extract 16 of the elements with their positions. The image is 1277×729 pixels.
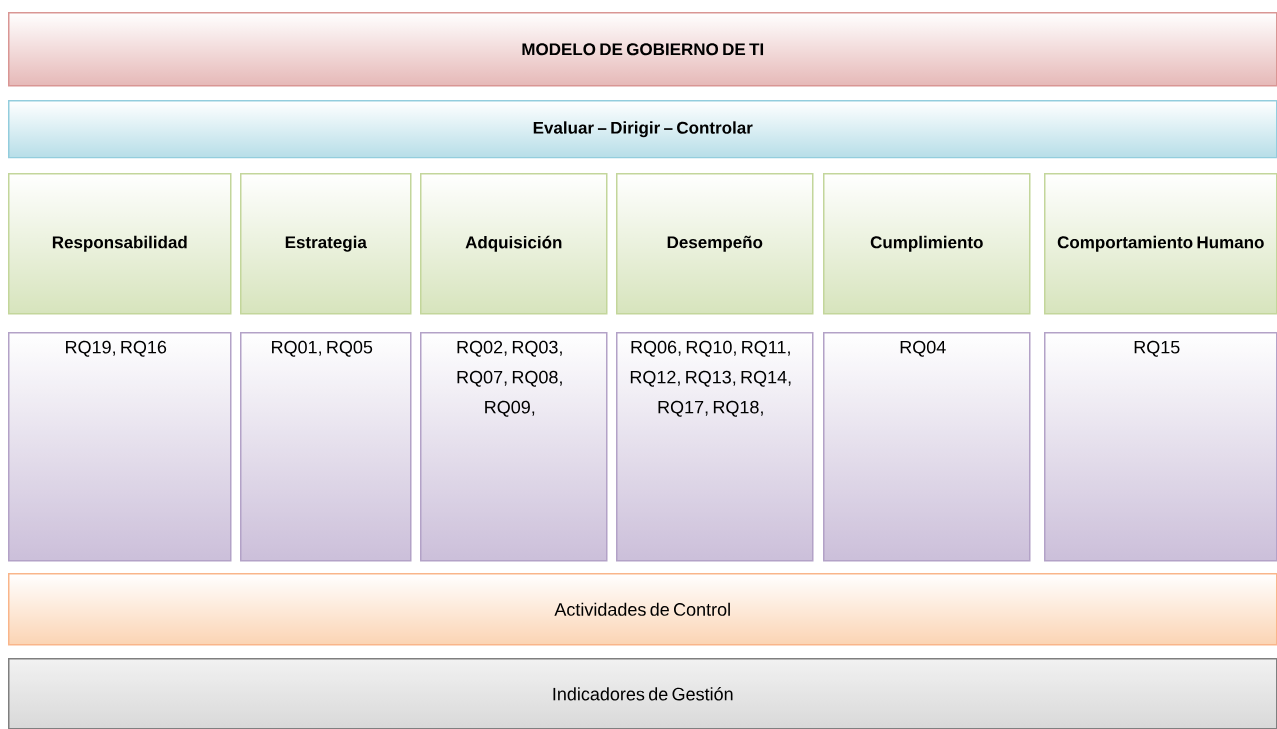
requirement-box: RQ06, RQ10, RQ11, RQ12, RQ13, RQ14, RQ17, RQ18,	[616, 332, 814, 562]
indicator-band: Indicadores de Gestión	[8, 658, 1277, 729]
category-box: Desempeño	[616, 173, 814, 315]
control-band: Actividades de Control	[8, 573, 1277, 646]
requirement-box: RQ01, RQ05	[240, 332, 412, 562]
requirement-box: RQ15	[1044, 332, 1277, 562]
category-box: Estrategia	[240, 173, 412, 315]
requirement-box: RQ04	[823, 332, 1031, 562]
category-box: Adquisición	[420, 173, 608, 315]
category-box: Comportamiento Humano	[1044, 173, 1277, 315]
requirement-box: RQ19, RQ16	[8, 332, 232, 562]
title-band: MODELO DE GOBIERNO DE TI	[8, 12, 1277, 87]
requirement-box: RQ02, RQ03, RQ07, RQ08, RQ09,	[420, 332, 608, 562]
category-box: Cumplimiento	[823, 173, 1031, 315]
process-band: Evaluar – Dirigir – Controlar	[8, 100, 1277, 159]
category-box: Responsabilidad	[8, 173, 232, 315]
